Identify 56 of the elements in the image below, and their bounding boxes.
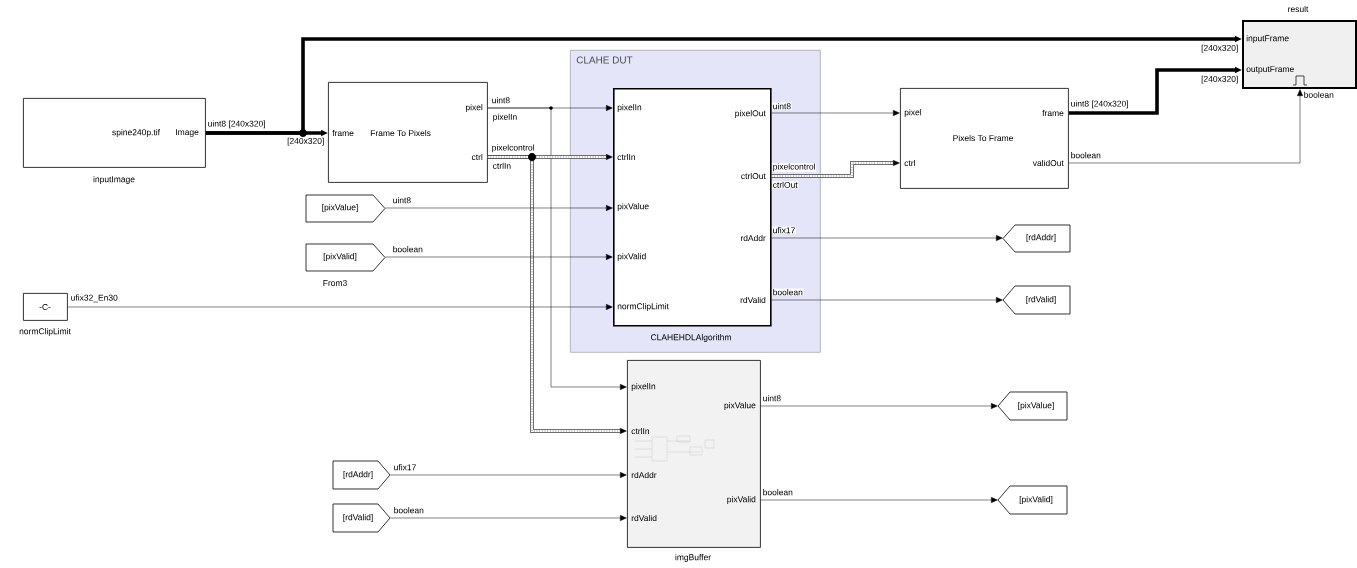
signal-label: pixelIn [492, 113, 518, 123]
arrow [385, 205, 613, 211]
arrow [390, 472, 627, 478]
subsystem-block: pixelIn ctrlIn pixValue pixValid normClipLimit pixelOut ctrlOut rdAddr rdValid [613, 88, 772, 327]
signal-label: uint8 [762, 394, 782, 402]
signal-label: ctrlIn [492, 162, 512, 170]
arrow [771, 235, 1003, 241]
arrow [771, 160, 900, 178]
signal-label: boolean [772, 288, 804, 296]
arrow [67, 304, 613, 310]
signal-label: ufix32_En30 [70, 294, 119, 303]
goto-tag: [pixValid] [997, 485, 1068, 515]
from-tag: [rdAddr] [332, 460, 391, 490]
signal-label: pixelcontrol [491, 143, 536, 153]
signal-label: uint8 [392, 196, 412, 204]
signal-label: [240x320] [1200, 44, 1239, 54]
signal-label: uint8 [240x320] [1070, 99, 1130, 109]
goto-tag: [pixValue] [997, 391, 1068, 421]
arrow [390, 515, 627, 521]
goto-tag: [rdValid] [1002, 285, 1071, 315]
signal-label: [240x320] [1200, 75, 1239, 85]
from-tag: [pixValid] [305, 243, 386, 272]
block: spine240p.tif Image [23, 98, 206, 168]
signal-label: ufix17 [393, 463, 417, 471]
signal-label: [240x320] [286, 137, 325, 147]
signal-label: boolean [762, 488, 794, 496]
block-name: result [1288, 5, 1309, 13]
signal-label: boolean [392, 245, 424, 253]
signal-label: uint8 [491, 96, 511, 104]
signal-label: boolean [1070, 151, 1102, 159]
signal-label: ufix17 [772, 226, 796, 234]
goto-tag: [rdAddr] [1002, 224, 1071, 253]
block: pixel Pixels To Frame ctrl frame validOut [900, 88, 1069, 189]
block-name: imgBuffer [675, 554, 711, 562]
signal-label: ctrlOut [772, 181, 799, 189]
from-tag: [rdValid] [332, 503, 391, 533]
subsystem-block: pixelIn ctrlIn rdAddr rdValid pixValue pixValid [627, 360, 761, 548]
block-name: From3 [323, 280, 347, 286]
signal-label: uint8 [772, 102, 792, 110]
signal-label: uint8 [240x320] [207, 119, 267, 129]
arrow [771, 110, 900, 116]
arrow [760, 497, 998, 503]
arrow [487, 155, 627, 434]
from-tag: [pixValue] [305, 194, 386, 223]
block-name: inputImage [93, 176, 135, 184]
signal-label: boolean [1303, 91, 1335, 99]
block: -C- [23, 293, 68, 321]
arrow [487, 107, 627, 390]
arrow [385, 254, 613, 260]
arrow [760, 403, 998, 409]
signal-label: boolean [393, 506, 425, 514]
block-name: CLAHEHDLAlgorithm [651, 334, 731, 342]
arrow [1068, 89, 1303, 164]
arrow [771, 297, 1003, 303]
block-name: normClipLimit [19, 328, 71, 336]
signal-label: pixelcontrol [772, 162, 817, 172]
